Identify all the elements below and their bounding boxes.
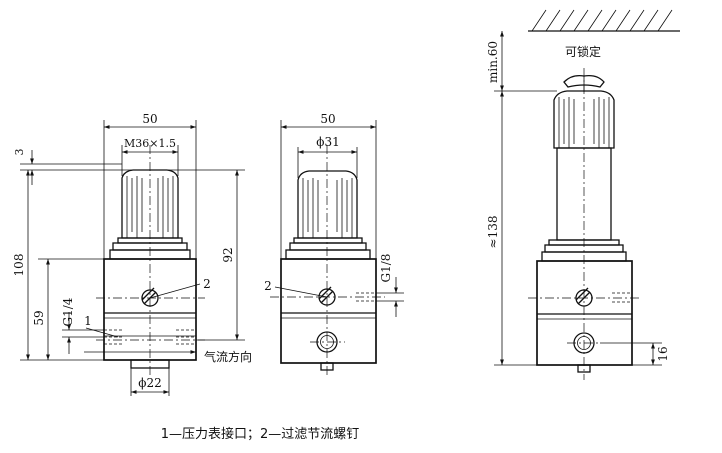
- side-width-dim: 50: [320, 112, 335, 126]
- side-knob-dia-dim: ϕ31: [316, 135, 339, 149]
- front-width-dim: 50: [142, 112, 157, 126]
- min-clearance-dim: min.60: [486, 41, 500, 83]
- front-port-height-dim: 59: [32, 310, 46, 325]
- front-view: 50 M36×1.5 3 108 59 G1/4 1 2: [12, 112, 252, 396]
- front-filter-screw-callout: 2: [203, 277, 211, 291]
- side-filter-screw-callout: 2: [264, 279, 272, 293]
- right-body: [536, 260, 633, 373]
- front-port-thread-dim: G1/4: [61, 297, 75, 326]
- front-top-gap-dim: 3: [13, 149, 26, 156]
- gauge-port-callout: 1: [84, 314, 92, 328]
- front-thread-dim: M36×1.5: [124, 137, 176, 150]
- side-body: [280, 258, 377, 371]
- side-knob: [285, 170, 371, 260]
- right-view: 可锁定: [486, 9, 680, 380]
- flow-direction-label: 气流方向: [204, 349, 252, 364]
- side-view: 50 ϕ31 G1/8 2: [264, 112, 404, 378]
- figure-caption: 1—压力表接口；2—过滤节流螺钉: [161, 426, 360, 442]
- front-right-height-dim: 92: [221, 247, 235, 262]
- ceiling-hatch: [528, 9, 680, 32]
- lockable-label: 可锁定: [565, 44, 601, 59]
- front-total-height-dim: 108: [12, 254, 26, 277]
- side-port-thread-dim: G1/8: [379, 254, 393, 283]
- right-bottom-dim: 16: [656, 346, 670, 361]
- front-bottom-dia-dim: ϕ22: [138, 376, 161, 390]
- right-total-height-dim: ≈138: [486, 216, 500, 249]
